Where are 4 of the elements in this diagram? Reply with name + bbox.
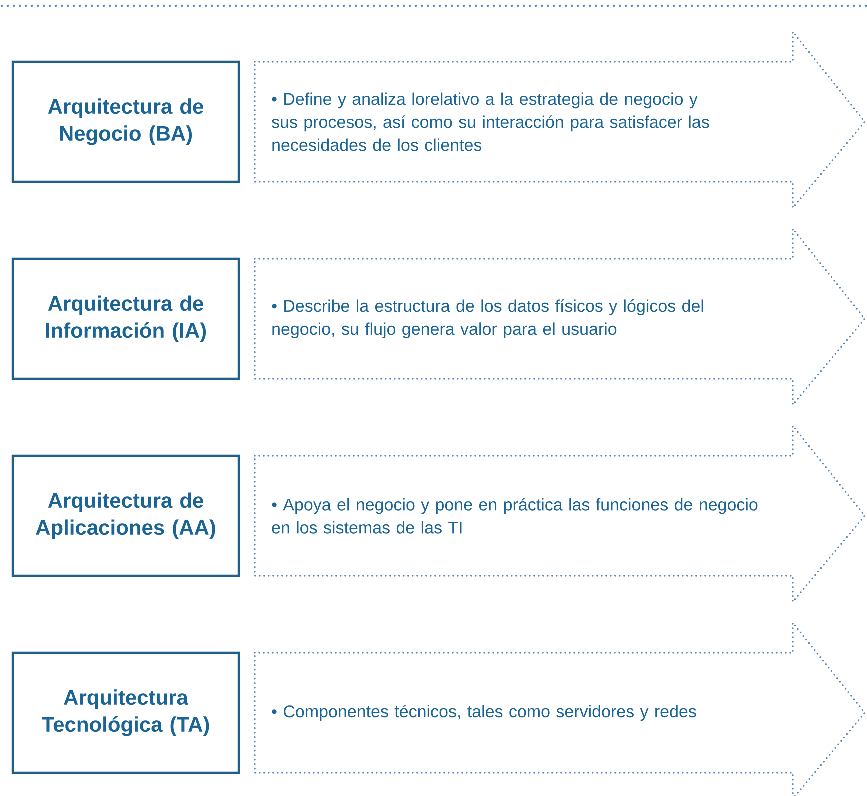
title-box: Arquitectura de Aplicaciones (AA) <box>12 454 240 578</box>
title-box: Arquitectura de Negocio (BA) <box>12 60 240 184</box>
title-box: Arquitectura Tecnológica (TA) <box>12 652 240 774</box>
title-box: Arquitectura de Información (IA) <box>12 258 240 380</box>
